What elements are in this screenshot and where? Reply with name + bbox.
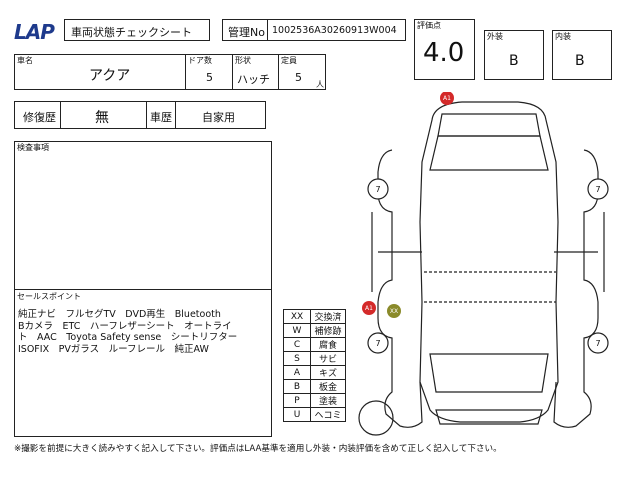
selling-point-line: Bカメラ ETC ハーフレザーシート オートライ	[18, 320, 232, 332]
wheel-label: 7	[595, 185, 600, 194]
car-windshield	[429, 135, 549, 171]
damage-mark-text: A1	[365, 305, 373, 312]
exterior-label: 外装	[487, 32, 503, 41]
shape-label: 形状	[235, 56, 251, 65]
vehicle-name-label: 車名	[17, 56, 33, 65]
usage-label: 車歴	[150, 111, 172, 124]
legend-label: 補修跡	[310, 323, 346, 338]
score-value: 4.0	[423, 38, 465, 68]
car-rear-window	[429, 353, 549, 393]
legend-label: 塗装	[310, 393, 346, 408]
vehicle-name: アクア	[89, 68, 131, 84]
repair-label-box: 修復歴	[14, 101, 61, 129]
legend-code: A	[283, 365, 311, 380]
legend-code: C	[283, 337, 311, 352]
usage-value: 自家用	[202, 111, 235, 124]
doors-box: ドア数 5	[185, 54, 233, 90]
legend-code: XX	[283, 309, 311, 324]
doors-value: 5	[206, 71, 213, 84]
score-label: 評価点	[417, 21, 441, 30]
footer-note: ※撮影を前提に大きく読みやすく記入して下さい。評価点はLAA基準を適用し外装・内…	[14, 444, 502, 454]
interior-value: B	[575, 53, 585, 69]
capacity-value: 5	[295, 71, 302, 84]
usage-label-box: 車歴	[146, 101, 176, 129]
selling-point-line: 純正ナビ フルセグTV DVD再生 Bluetooth	[18, 309, 221, 320]
selling-points-text: 純正ナビ フルセグTV DVD再生 Bluetooth Bカメラ ETC ハーフ…	[18, 309, 237, 355]
wheel-label: 7	[595, 339, 600, 348]
wheel-rear-right	[587, 332, 609, 354]
repair-value: 無	[95, 110, 109, 126]
wheel-label: 7	[375, 185, 380, 194]
repair-value-box: 無	[60, 101, 147, 129]
legend-code: W	[283, 323, 311, 338]
damage-mark-left-rear-xx	[387, 304, 401, 318]
damage-mark-text: A1	[443, 95, 451, 102]
legend-label: サビ	[310, 351, 346, 366]
legend-label: 腐食	[310, 337, 346, 352]
mgmt-no-box: 1002536A30260913W004	[267, 19, 406, 41]
capacity-box: 定員 5 人	[278, 54, 326, 90]
legend-code: S	[283, 351, 311, 366]
spare-tire-outline	[358, 400, 394, 436]
sheet-title: 車両状態チェックシート	[71, 26, 192, 39]
car-roof-outline	[419, 101, 559, 423]
vehicle-name-box: 車名 アクア	[14, 54, 186, 90]
wheel-front-right	[587, 178, 609, 200]
car-diagram: 7 7 7 7 A1 A1 XX	[358, 92, 609, 436]
legend-code: P	[283, 393, 311, 408]
doors-label: ドア数	[188, 56, 212, 65]
legend-code: B	[283, 379, 311, 394]
usage-value-box: 自家用	[175, 101, 266, 129]
repair-label: 修復歴	[23, 111, 56, 124]
score-box: 評価点 4.0	[414, 19, 475, 80]
shape-value: ハッチ	[237, 73, 270, 86]
interior-box: 内装 B	[552, 30, 612, 80]
inspection-box: 検査事項	[14, 141, 272, 290]
damage-mark-roof-front	[440, 92, 454, 105]
car-rear-bumper	[435, 409, 543, 425]
exterior-value: B	[509, 53, 519, 69]
legend-label: 交換済	[310, 309, 346, 324]
selling-points-label: セールスポイント	[17, 292, 81, 301]
exterior-box: 外装 B	[484, 30, 544, 80]
shape-box: 形状 ハッチ	[232, 54, 279, 90]
interior-label: 内装	[555, 32, 571, 41]
wheel-rear-left	[367, 332, 389, 354]
wheel-label: 7	[375, 339, 380, 348]
car-hood	[437, 113, 541, 137]
damage-mark-left-rear	[362, 301, 376, 315]
title-box: 車両状態チェックシート	[64, 19, 210, 41]
legend-code: U	[283, 407, 311, 422]
selling-point-line: ISOFIX PVガラス ルーフレール 純正AW	[18, 343, 209, 355]
capacity-label: 定員	[281, 56, 297, 65]
mgmt-label-box: 管理No	[222, 19, 268, 41]
capacity-unit: 人	[316, 80, 324, 89]
lap-logo: LAP	[14, 20, 55, 44]
legend-label: 板金	[310, 379, 346, 394]
mgmt-label: 管理No	[228, 26, 265, 39]
wheel-front-left	[367, 178, 389, 200]
damage-mark-text: XX	[390, 308, 398, 315]
legend-label: ヘコミ	[310, 407, 346, 422]
legend-label: キズ	[310, 365, 346, 380]
selling-point-line: ト AAC Toyota Safety sense シートリフター	[18, 332, 238, 343]
selling-points-box: セールスポイント 純正ナビ フルセグTV DVD再生 Bluetooth Bカメ…	[14, 289, 272, 437]
mgmt-no: 1002536A30260913W004	[272, 25, 397, 36]
inspection-label: 検査事項	[17, 143, 49, 152]
